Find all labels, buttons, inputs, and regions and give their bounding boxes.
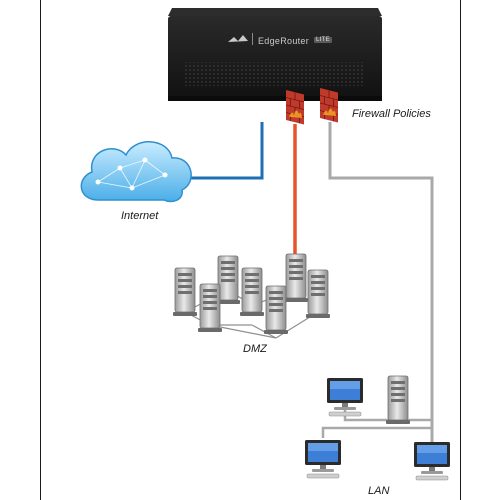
frame-right-border <box>460 0 461 500</box>
router-brand-label: EdgeRouter <box>258 36 310 46</box>
dmz-label: DMZ <box>243 343 267 355</box>
lan-link <box>328 122 434 450</box>
server-tower-icon <box>283 253 309 303</box>
router-model-badge: LITE <box>314 37 332 43</box>
server-tower-icon <box>172 267 198 317</box>
internet-link <box>185 122 264 180</box>
cloud-network-icon <box>80 141 192 203</box>
dmz-server-cluster <box>172 253 331 335</box>
lan-label: LAN <box>368 485 390 497</box>
firewall-policies-label: Firewall Policies <box>352 108 431 120</box>
edgerouter-device <box>168 8 382 101</box>
server-tower-icon <box>239 267 265 317</box>
server-tower-icon <box>305 269 331 319</box>
internet-label: Internet <box>121 210 159 222</box>
server-tower-icon <box>385 375 411 425</box>
desktop-computer-icon <box>413 441 451 481</box>
firewall-icon <box>286 90 304 125</box>
firewall-icon <box>320 88 338 123</box>
server-tower-icon <box>263 285 289 335</box>
ubiquiti-logo-icon <box>228 33 253 45</box>
server-tower-icon <box>197 283 223 333</box>
frame-left-border <box>40 0 41 500</box>
desktop-computer-icon <box>304 439 342 479</box>
